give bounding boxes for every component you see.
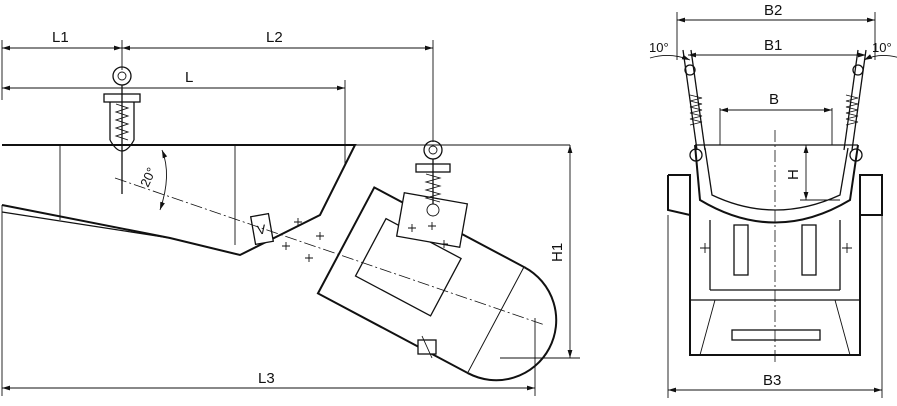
angle-left: 10° xyxy=(649,40,669,55)
v-glyph: V xyxy=(256,221,267,237)
inclined-centerline xyxy=(114,177,546,326)
end-view-bolt-marks xyxy=(700,243,852,253)
dimension-l3: L3 xyxy=(1,205,536,396)
dim-b2: B2 xyxy=(764,2,782,19)
dimension-l: L xyxy=(2,69,346,145)
dimension-b1: B1 xyxy=(688,37,866,58)
dim-h: H xyxy=(785,169,802,180)
drive-bracket xyxy=(395,192,469,248)
dimension-h: H xyxy=(785,144,840,201)
dim-l1: L1 xyxy=(52,29,69,46)
dimension-h1: H1 xyxy=(500,145,580,359)
dim-b: B xyxy=(769,91,779,108)
side-view: V xyxy=(1,29,580,396)
end-view-left-hanger xyxy=(682,49,706,162)
incline-angle-mark: 20° xyxy=(137,149,168,211)
drain-spout xyxy=(417,335,437,359)
dimension-b: B xyxy=(720,91,832,113)
incline-angle-label: 20° xyxy=(137,165,159,189)
trough-body xyxy=(1,144,570,257)
bolt-marks xyxy=(282,218,448,262)
drive-housing xyxy=(316,186,558,382)
v-plate: V xyxy=(249,212,275,246)
dim-l3: L3 xyxy=(258,370,275,387)
right-hanger xyxy=(415,140,451,217)
dim-b1: B1 xyxy=(764,37,782,54)
dimension-b3: B3 xyxy=(667,215,883,398)
angle-right: 10° xyxy=(872,40,892,55)
end-view-trough xyxy=(694,108,859,276)
end-view-right-hanger xyxy=(843,49,867,162)
dim-h1: H1 xyxy=(549,243,566,262)
dimension-l1-l2: L1 L2 xyxy=(1,29,434,142)
dim-l2: L2 xyxy=(266,29,283,46)
end-view: B2 B1 10° 10° B H xyxy=(649,2,897,398)
dimension-b2: B2 xyxy=(676,2,876,60)
end-view-frame xyxy=(667,174,883,356)
left-hanger xyxy=(103,66,141,194)
dim-b3: B3 xyxy=(763,372,781,389)
dim-l: L xyxy=(185,69,193,86)
